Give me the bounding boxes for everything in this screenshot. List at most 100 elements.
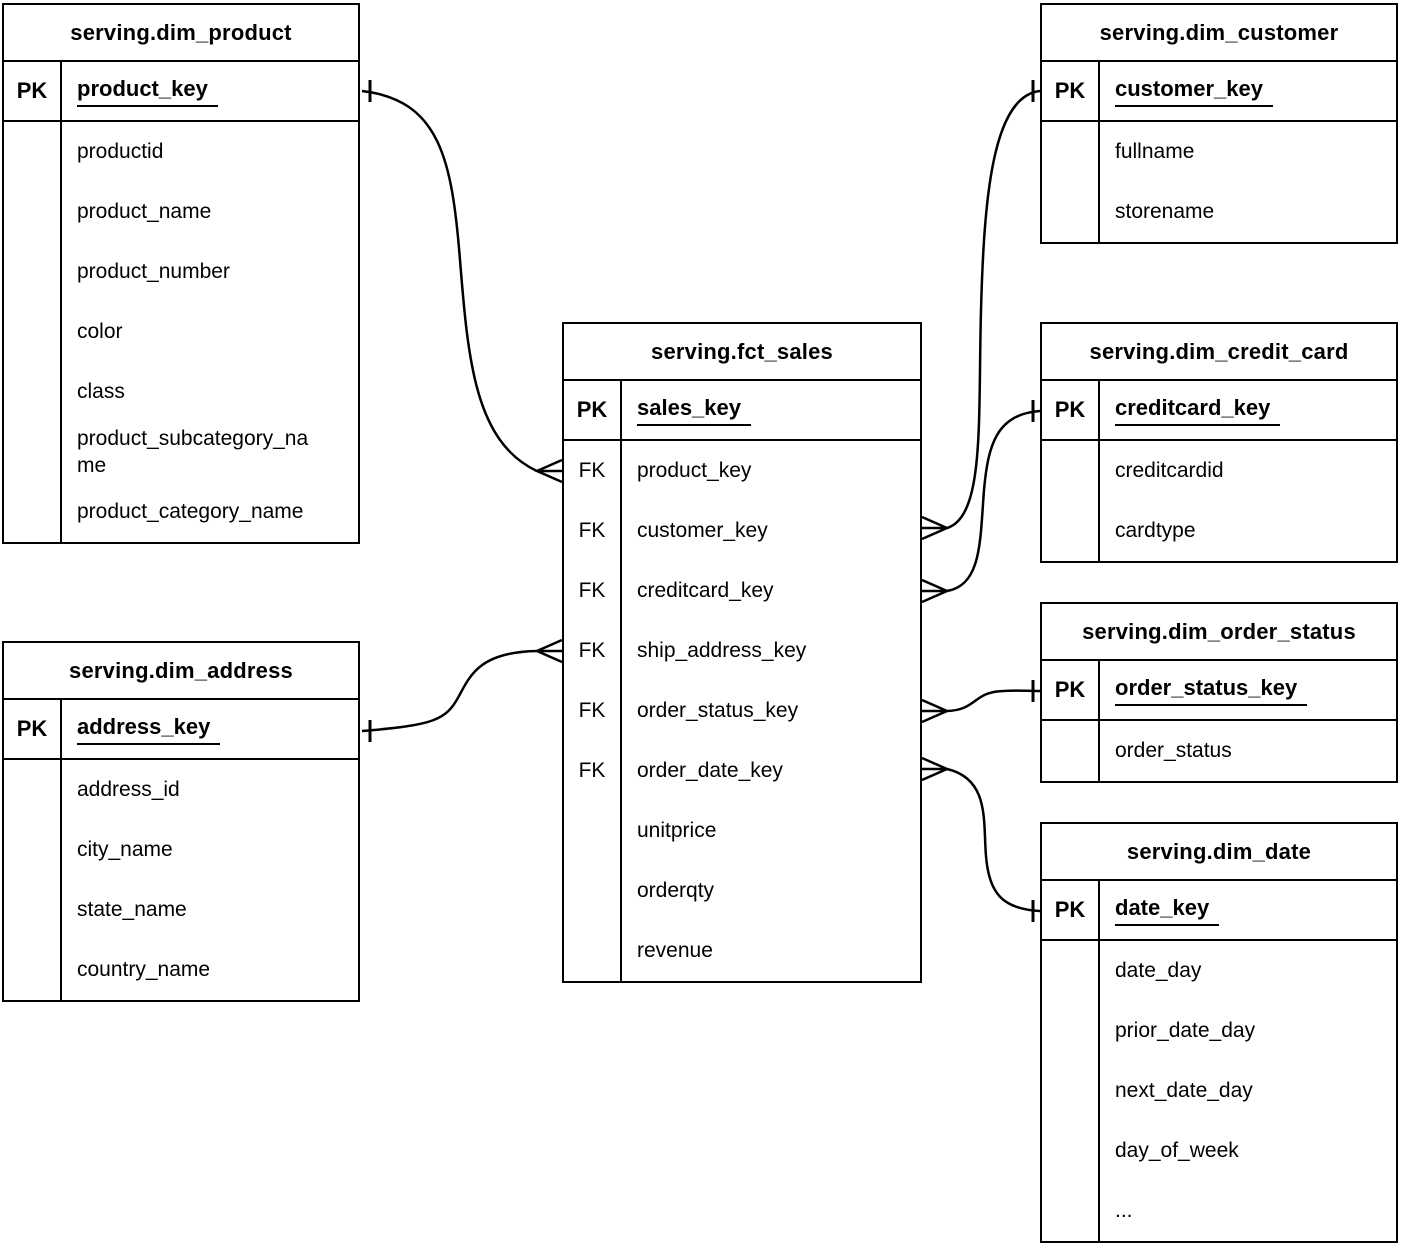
field-name: product_subcategory_name: [77, 427, 309, 477]
pk-badge: PK: [1042, 661, 1100, 721]
field-name: product_category_name: [77, 500, 304, 523]
table-title: serving.dim_customer: [1042, 5, 1396, 62]
pk-badge: PK: [4, 62, 62, 122]
fk-badge: FK: [564, 441, 622, 501]
field-badge: [1042, 441, 1100, 501]
pk-badge: PK: [1042, 381, 1100, 441]
table-title: serving.dim_credit_card: [1042, 324, 1396, 381]
field-name: ...: [1115, 1199, 1133, 1222]
pk-field: address_key: [77, 714, 221, 745]
field-name: product_name: [77, 200, 212, 223]
fk-badge: FK: [564, 741, 622, 801]
field-badge: [4, 362, 62, 422]
pk-badge: PK: [564, 381, 622, 441]
field-badge: [1042, 1181, 1100, 1241]
field-name: class: [77, 380, 125, 403]
table-dim-date: serving.dim_date PK date_key date_day pr…: [1040, 822, 1398, 1243]
many-cardinality-crowfoot: [533, 638, 563, 664]
field-name: city_name: [77, 838, 173, 861]
field-name: creditcard_key: [637, 579, 774, 602]
table-dim-order-status: serving.dim_order_status PK order_status…: [1040, 602, 1398, 783]
field-name: ship_address_key: [637, 639, 807, 662]
table-title: serving.dim_address: [4, 643, 358, 700]
field-name: creditcardid: [1115, 459, 1224, 482]
field-name: orderqty: [637, 879, 715, 902]
table-dim-product: serving.dim_product PK product_key produ…: [2, 3, 360, 544]
field-name: storename: [1115, 200, 1215, 223]
field-badge: [1042, 182, 1100, 242]
pk-field: customer_key: [1115, 76, 1273, 107]
field-name: date_day: [1115, 959, 1202, 982]
field-name: product_key: [637, 459, 752, 482]
fk-badge: FK: [564, 501, 622, 561]
field-name: order_status: [1115, 739, 1232, 762]
field-badge: [4, 182, 62, 242]
pk-field: sales_key: [637, 395, 751, 426]
field-badge: [1042, 1121, 1100, 1181]
table-title: serving.dim_date: [1042, 824, 1396, 881]
field-badge: [1042, 501, 1100, 561]
fk-badge: FK: [564, 561, 622, 621]
table-title: serving.fct_sales: [564, 324, 920, 381]
fk-badge: FK: [564, 681, 622, 741]
field-name: country_name: [77, 958, 211, 981]
table-dim-address: serving.dim_address PK address_key addre…: [2, 641, 360, 1002]
field-badge: [1042, 1061, 1100, 1121]
field-badge: [4, 940, 62, 1000]
field-name: prior_date_day: [1115, 1019, 1256, 1042]
pk-field: creditcard_key: [1115, 395, 1281, 426]
pk-badge: PK: [1042, 62, 1100, 122]
many-cardinality-crowfoot: [921, 698, 951, 724]
pk-field: order_status_key: [1115, 675, 1308, 706]
field-name: day_of_week: [1115, 1139, 1239, 1162]
many-cardinality-crowfoot: [921, 578, 951, 604]
field-badge: [4, 302, 62, 362]
field-badge: [1042, 721, 1100, 781]
relationship-dim_address-fct_sales: [361, 638, 563, 742]
field-badge: [1042, 941, 1100, 1001]
field-name: order_date_key: [637, 759, 783, 782]
field-badge: [1042, 122, 1100, 182]
field-name: product_number: [77, 260, 230, 283]
many-cardinality-crowfoot: [921, 756, 951, 782]
field-name: order_status_key: [637, 699, 799, 722]
field-name: unitprice: [637, 819, 717, 842]
pk-field: date_key: [1115, 895, 1220, 926]
fk-badge: FK: [564, 621, 622, 681]
relationship-fct_sales-dim_order_status: [921, 680, 1041, 724]
field-name: revenue: [637, 939, 713, 962]
table-dim-customer: serving.dim_customer PK customer_key ful…: [1040, 3, 1398, 244]
field-name: productid: [77, 140, 164, 163]
relationship-fct_sales-dim_customer: [921, 80, 1041, 541]
field-badge: [4, 242, 62, 302]
field-name: address_id: [77, 778, 180, 801]
pk-badge: PK: [1042, 881, 1100, 941]
relationship-fct_sales-dim_credit_card: [921, 400, 1041, 604]
relationship-dim_product-fct_sales: [361, 80, 563, 484]
table-title: serving.dim_product: [4, 5, 358, 62]
field-name: next_date_day: [1115, 1079, 1253, 1102]
many-cardinality-crowfoot: [921, 515, 951, 541]
relationship-fct_sales-dim_date: [921, 756, 1041, 922]
field-name: customer_key: [637, 519, 768, 542]
pk-field: product_key: [77, 76, 218, 107]
many-cardinality-crowfoot: [533, 458, 563, 484]
table-dim-credit-card: serving.dim_credit_card PK creditcard_ke…: [1040, 322, 1398, 563]
table-fct-sales: serving.fct_sales PK sales_key FK produc…: [562, 322, 922, 983]
field-name: color: [77, 320, 123, 343]
pk-badge: PK: [4, 700, 62, 760]
field-badge: [1042, 1001, 1100, 1061]
field-badge: [4, 122, 62, 182]
table-title: serving.dim_order_status: [1042, 604, 1396, 661]
field-badge: [564, 921, 622, 981]
field-badge: [4, 880, 62, 940]
field-name: state_name: [77, 898, 187, 921]
field-badge: [564, 801, 622, 861]
field-badge: [4, 482, 62, 542]
field-badge: [4, 760, 62, 820]
field-badge: [564, 861, 622, 921]
field-name: cardtype: [1115, 519, 1196, 542]
field-name: fullname: [1115, 140, 1195, 163]
field-badge: [4, 820, 62, 880]
field-badge: [4, 422, 62, 482]
